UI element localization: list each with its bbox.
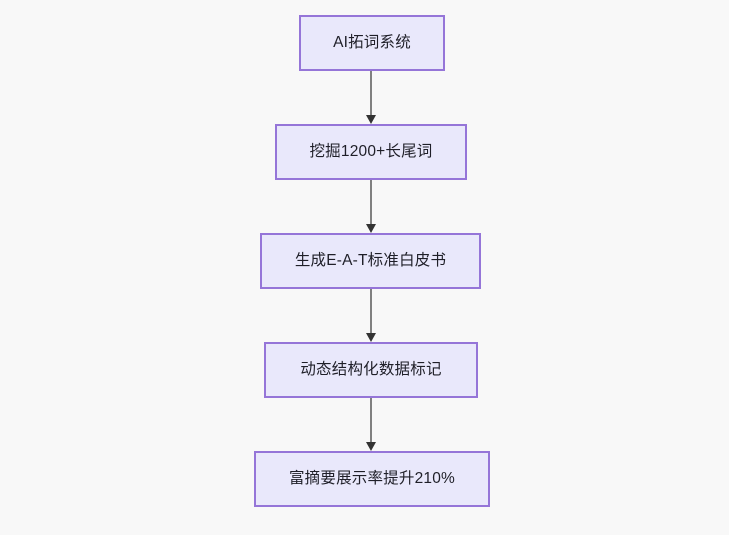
flowchart-node-5[interactable]: 富摘要展示率提升210% [254,451,490,507]
arrow-head-icon [366,115,376,124]
edge-node3-node4 [366,289,376,342]
edge-line [370,180,372,225]
flowchart-node-3[interactable]: 生成E-A-T标准白皮书 [260,233,481,289]
flowchart-node-label: AI拓词系统 [333,34,411,52]
edge-line [370,71,372,116]
flowchart-node-1[interactable]: AI拓词系统 [299,15,445,71]
arrow-head-icon [366,442,376,451]
flowchart-node-2[interactable]: 挖掘1200+长尾词 [275,124,467,180]
flowchart-node-label: 生成E-A-T标准白皮书 [294,252,447,270]
edge-node4-node5 [366,398,376,451]
edge-node2-node3 [366,180,376,233]
edge-line [370,398,372,443]
flowchart-node-label: 动态结构化数据标记 [300,361,442,379]
edge-line [370,289,372,334]
arrow-head-icon [366,224,376,233]
arrow-head-icon [366,333,376,342]
edge-node1-node2 [366,71,376,124]
flowchart-node-label: 挖掘1200+长尾词 [309,143,433,161]
flowchart-node-label: 富摘要展示率提升210% [288,470,456,488]
flowchart-node-4[interactable]: 动态结构化数据标记 [264,342,478,398]
